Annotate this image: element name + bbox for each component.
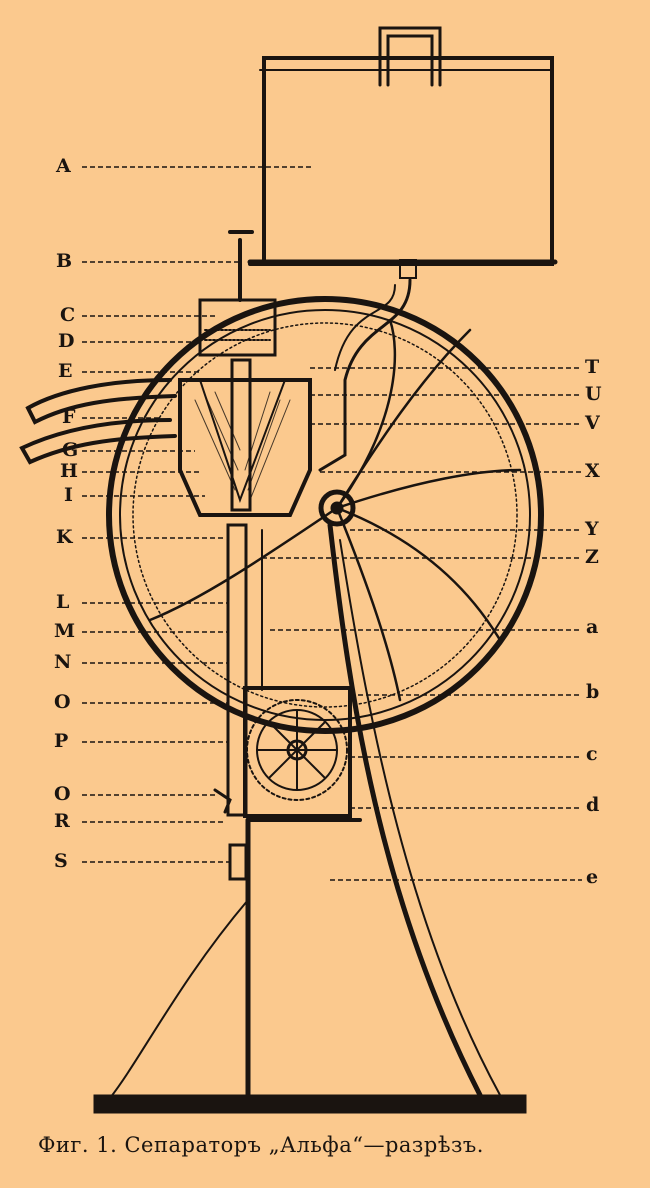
separator-bowl (178, 378, 312, 517)
label-O: O (54, 691, 71, 713)
label-H: H (60, 460, 78, 482)
label-Z: Z (585, 546, 599, 568)
label-c: c (586, 743, 598, 765)
wheel-hub (318, 489, 356, 527)
tank-handle (378, 26, 442, 87)
label-X: X (585, 460, 600, 482)
label-P: P (54, 730, 69, 752)
flywheel (106, 296, 544, 734)
label-Q: O (54, 783, 71, 805)
label-a: a (586, 616, 599, 638)
label-S: S (54, 850, 68, 872)
label-T: T (585, 356, 600, 378)
label-A: A (56, 155, 71, 177)
stand-base (93, 1094, 527, 1114)
label-I: I (64, 484, 73, 506)
spindle (226, 523, 248, 817)
label-b: b (586, 681, 600, 703)
leader-lines (82, 166, 582, 881)
label-D: D (58, 330, 75, 352)
feed-pipe (318, 278, 412, 472)
figure-caption: Фиг. 1. Сепараторъ „Альфа“—разрѣзъ. (38, 1133, 484, 1157)
label-K: K (56, 526, 73, 548)
label-U: U (585, 383, 602, 405)
label-G: G (62, 439, 79, 461)
label-E: E (58, 360, 73, 382)
wheel-spokes (148, 318, 522, 702)
milk-tank (262, 56, 554, 266)
float-chamber (198, 298, 277, 357)
label-C: C (60, 304, 76, 326)
label-d: d (586, 794, 600, 816)
label-F: F (62, 406, 76, 428)
label-Y: Y (585, 518, 599, 540)
label-B: B (56, 250, 73, 272)
label-M: M (54, 620, 76, 642)
drain-valve (228, 843, 248, 881)
stand-frame (327, 522, 483, 1098)
skim-hose (19, 418, 177, 465)
label-N: N (54, 651, 72, 673)
label-L: L (56, 591, 70, 613)
cream-hose (25, 378, 177, 425)
label-V: V (585, 412, 600, 434)
label-R: R (54, 810, 70, 832)
label-e: e (586, 866, 599, 888)
